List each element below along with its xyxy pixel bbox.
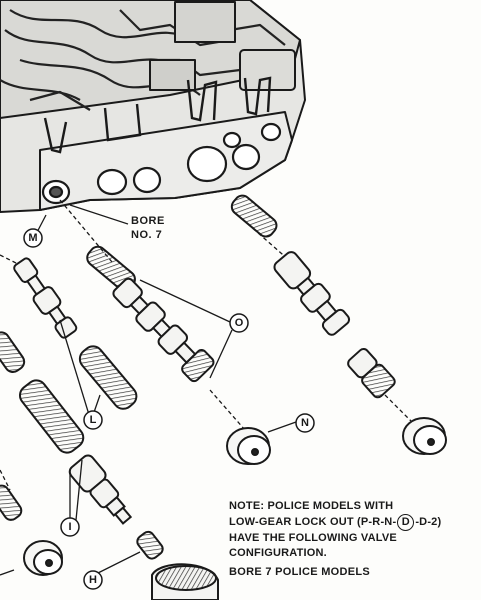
bottom-valve-cup bbox=[151, 563, 219, 600]
left-spring-l bbox=[78, 345, 138, 410]
valve-bores bbox=[41, 122, 282, 205]
right-spring bbox=[230, 194, 278, 238]
left-valve-train bbox=[0, 257, 219, 600]
callout-l: L bbox=[89, 414, 97, 426]
retaining-clips bbox=[43, 76, 272, 154]
bore-label-line1: BORE bbox=[131, 215, 165, 227]
note-line1: NOTE: POLICE MODELS WITH bbox=[229, 500, 394, 512]
plug-n bbox=[226, 427, 271, 465]
note-line3: HAVE THE FOLLOWING VALVE bbox=[229, 532, 397, 544]
right-valve-train bbox=[230, 194, 447, 455]
right-end-plug bbox=[402, 417, 447, 455]
bore-label-line2: NO. 7 bbox=[131, 229, 163, 241]
note-line2-prefix: LOW-GEAR LOCK OUT (P-R-N- bbox=[229, 516, 397, 528]
callout-o: O bbox=[234, 317, 244, 329]
left-valve-i bbox=[68, 454, 133, 525]
left-valve-m bbox=[13, 257, 78, 339]
right-small-valve bbox=[347, 348, 396, 399]
note-line4: CONFIGURATION. bbox=[229, 547, 327, 559]
bore-7-spool-valve bbox=[112, 277, 215, 383]
bore-7-valve-train bbox=[86, 245, 271, 465]
left-spring-upper bbox=[0, 331, 26, 373]
left-bottom-spring bbox=[0, 484, 23, 521]
right-spool-valve bbox=[273, 251, 351, 336]
note-circled-d: D bbox=[397, 514, 415, 531]
callout-n: N bbox=[301, 417, 309, 429]
note-line2-suffix: -D-2) bbox=[415, 516, 442, 528]
callout-i: I bbox=[68, 521, 72, 533]
left-spring-i bbox=[19, 379, 85, 454]
callout-circles bbox=[23, 228, 315, 590]
note-line2: LOW-GEAR LOCK OUT (P-R-N-D-D-2) bbox=[229, 514, 479, 531]
left-bottom-plug bbox=[23, 540, 63, 576]
bore-no-7-label: BORE NO. 7 bbox=[131, 214, 165, 242]
police-model-note: NOTE: POLICE MODELS WITH LOW-GEAR LOCK O… bbox=[229, 499, 479, 561]
callout-h: H bbox=[89, 574, 97, 586]
callout-leaders bbox=[0, 204, 297, 576]
left-small-spring-h bbox=[136, 530, 164, 560]
valve-body-casting bbox=[0, 0, 306, 213]
bore-7-police-caption: BORE 7 POLICE MODELS bbox=[229, 566, 371, 578]
callout-m: M bbox=[28, 232, 38, 244]
